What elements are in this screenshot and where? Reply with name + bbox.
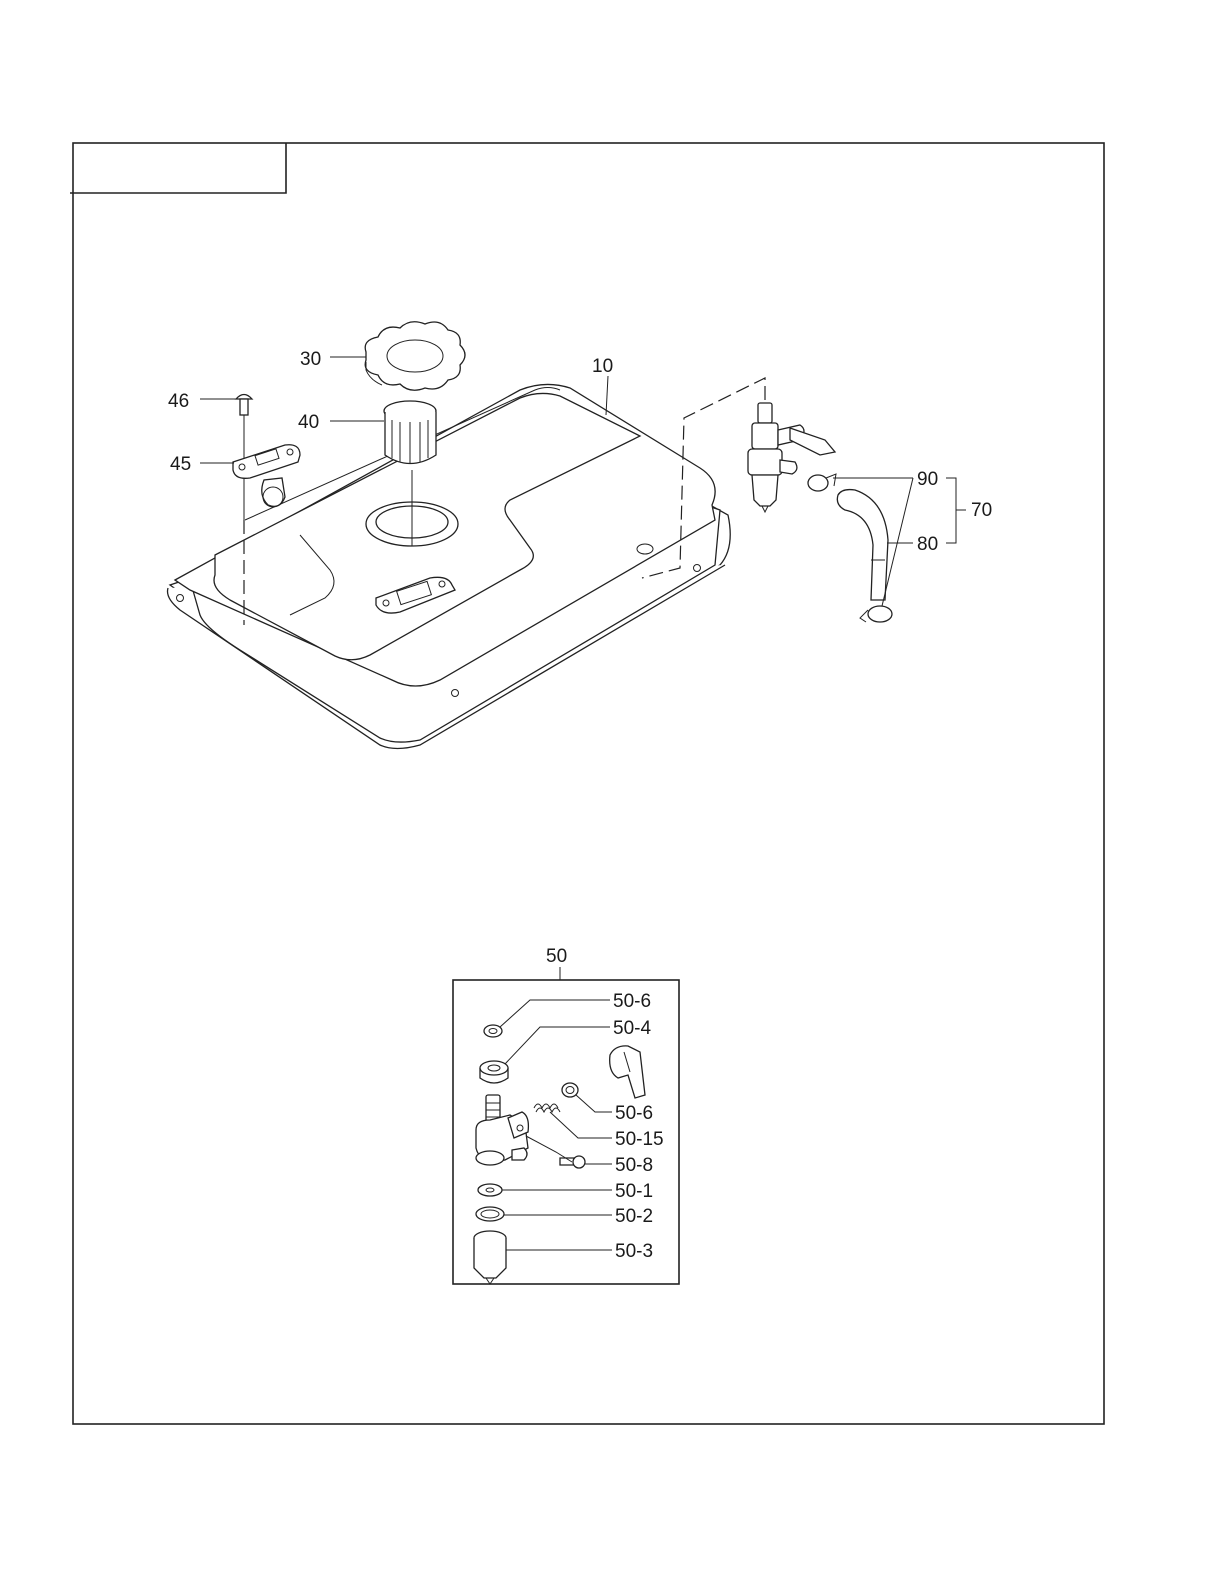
callout-valve-part: 50-3	[615, 1241, 653, 1262]
valve-inset-frame	[452, 979, 680, 1285]
drawing-frame	[72, 142, 1105, 1425]
callout-valve-part: 50-15	[615, 1129, 664, 1150]
callout-clamp: 90	[917, 469, 938, 490]
fuel-tank	[166, 383, 731, 750]
fuel-cap	[364, 321, 466, 391]
callout-tank: 10	[592, 356, 613, 377]
title-box	[70, 143, 287, 194]
callout-valve-inset: 50	[546, 946, 567, 967]
callout-strainer: 40	[298, 412, 319, 433]
mount-pad	[375, 576, 456, 614]
callout-hose: 80	[917, 534, 938, 555]
callout-valve-part: 50-8	[615, 1155, 653, 1176]
callout-hose-assy: 70	[971, 500, 992, 521]
callout-valve-part: 50-4	[613, 1018, 651, 1039]
gasket-plate	[232, 444, 301, 508]
fuel-valve	[747, 402, 837, 514]
callout-valve-part: 50-2	[615, 1206, 653, 1227]
strainer	[383, 400, 437, 546]
callout-gasket-plate: 45	[170, 454, 191, 475]
callout-valve-part: 50-1	[615, 1181, 653, 1202]
hose-clamp	[807, 473, 837, 492]
callout-valve-part: 50-6	[613, 991, 651, 1012]
leader-lines	[200, 356, 966, 1251]
callout-cap: 30	[300, 349, 321, 370]
callout-valve-part: 50-6	[615, 1103, 653, 1124]
hose-clamp-lower	[859, 605, 893, 623]
valve-exploded-parts	[473, 1024, 646, 1285]
screw	[234, 393, 254, 625]
fuel-hose	[836, 488, 889, 601]
callout-screw: 46	[168, 391, 189, 412]
